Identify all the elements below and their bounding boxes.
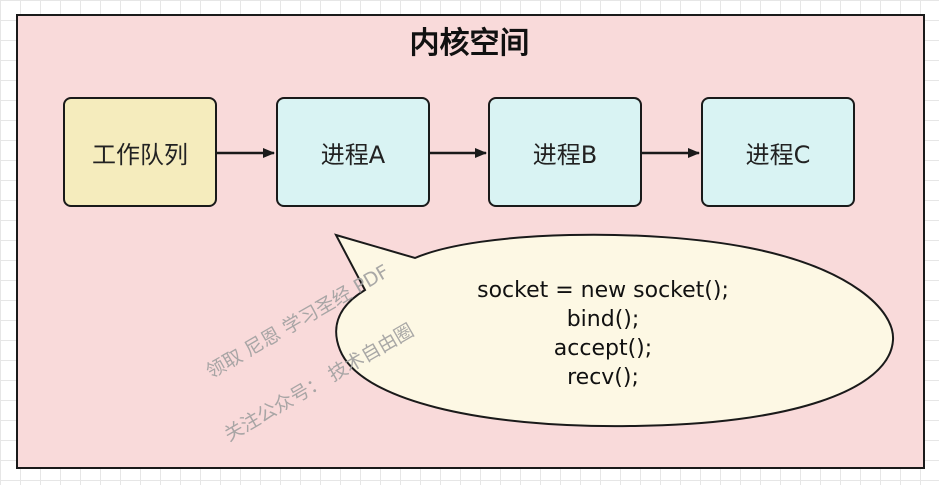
kernel-space-title: 内核空间: [409, 26, 530, 61]
work-queue-node: 工作队列: [63, 97, 217, 207]
code-line: socket = new socket();: [477, 278, 729, 303]
callout-code: socket = new socket(); bind(); accept();…: [443, 276, 763, 392]
process-c-node: 进程C: [701, 97, 855, 207]
callout-bubble: [334, 233, 895, 428]
process-b-node: 进程B: [488, 97, 642, 207]
process-a-node: 进程A: [276, 97, 430, 207]
code-line: recv();: [567, 365, 639, 390]
code-line: accept();: [553, 336, 653, 361]
code-line: bind();: [566, 307, 640, 332]
